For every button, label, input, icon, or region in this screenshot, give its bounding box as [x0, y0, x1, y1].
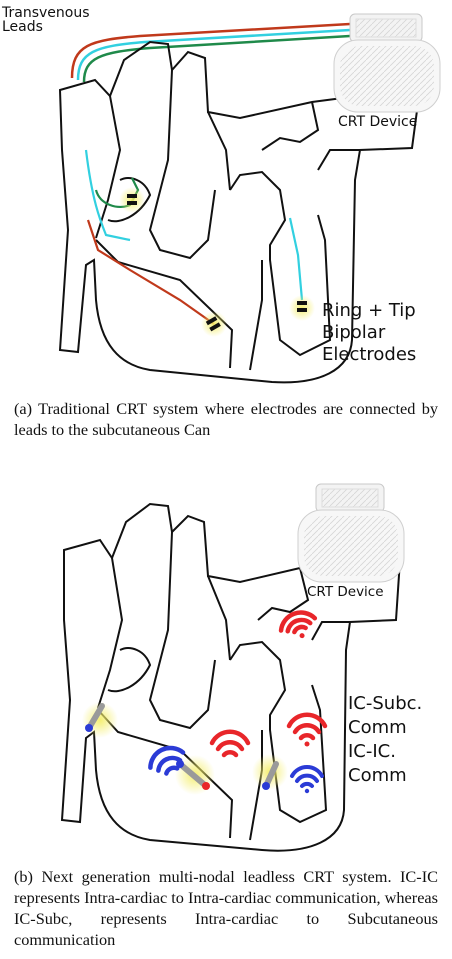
- electrode-lv: [289, 295, 315, 321]
- figure-a: Transvenous Leads CRT Device Ring + Tip …: [0, 0, 452, 390]
- ic-subc-line1: IC-Subc.: [348, 692, 422, 716]
- ic-ic-line2: Comm: [348, 764, 407, 788]
- figure-b: CRT Device IC-Subc. Comm IC-IC. Comm: [0, 470, 452, 855]
- electrodes-label: Ring + Tip Bipolar Electrodes: [322, 300, 416, 366]
- ic-subc-label: IC-Subc. Comm: [348, 692, 422, 740]
- leads-label-line2: Leads: [2, 20, 90, 34]
- electrode-rv: [201, 311, 227, 337]
- wifi-red-mid: [212, 732, 248, 755]
- electrodes-label-line1: Ring + Tip: [322, 300, 416, 322]
- electrode-ra: [119, 187, 145, 213]
- crt-device-a: [334, 14, 440, 112]
- node-lv: [252, 754, 288, 790]
- caption-a: (a) Traditional CRT system where electro…: [14, 398, 438, 440]
- ic-ic-line1: IC-IC.: [348, 740, 407, 764]
- leads-label: Transvenous Leads: [2, 6, 90, 34]
- caption-b: (b) Next generation multi-nodal leadless…: [14, 866, 438, 950]
- wifi-blue-legend: [292, 767, 322, 793]
- crt-device-label: CRT Device: [338, 114, 417, 130]
- ic-ic-label: IC-IC. Comm: [348, 740, 407, 788]
- crt-device-label-b: CRT Device: [307, 584, 384, 600]
- heart-diagram-b: [0, 470, 452, 855]
- crt-device-b: [298, 484, 404, 582]
- wifi-red-legend: [289, 715, 325, 747]
- node-ra: [82, 702, 118, 738]
- electrodes-label-line2: Bipolar: [322, 322, 416, 344]
- electrodes-label-line3: Electrodes: [322, 344, 416, 366]
- leads-label-line1: Transvenous: [2, 6, 90, 20]
- ic-subc-line2: Comm: [348, 716, 422, 740]
